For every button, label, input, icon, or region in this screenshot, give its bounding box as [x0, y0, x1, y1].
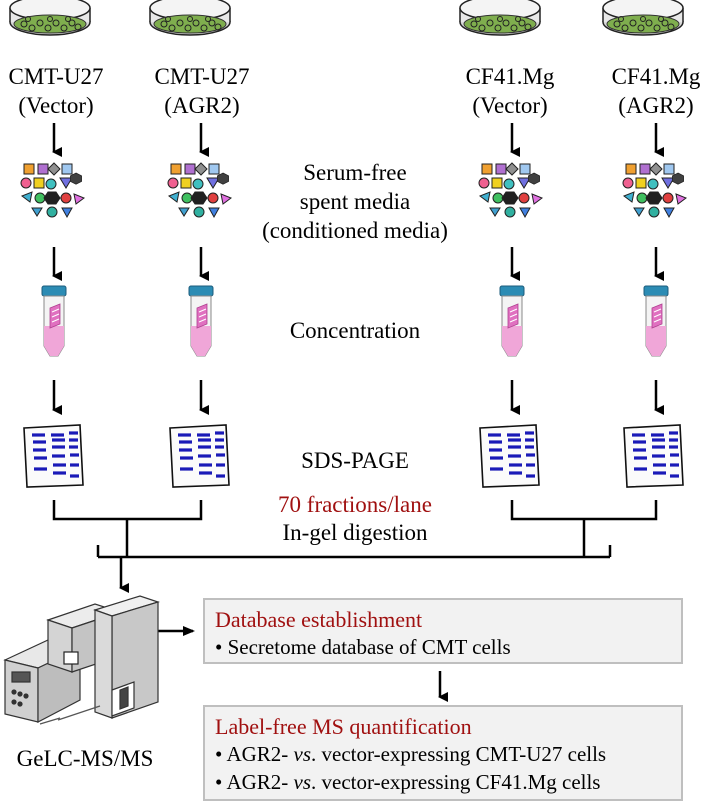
protein-cluster-icon — [20, 162, 85, 218]
gel-icon — [168, 423, 231, 489]
petri-dish-icon — [602, 0, 684, 36]
media-line: Serum-free — [303, 160, 407, 185]
centrifuge-tube-icon — [41, 285, 67, 357]
instrument-label: GeLC-MS/MS — [16, 746, 154, 771]
centrifuge-tube-icon — [188, 285, 214, 357]
mass-spectrometer-icon — [3, 595, 160, 725]
box-item: • Secretome database of CMT cells — [215, 635, 511, 659]
construct-name: (AGR2) — [164, 93, 240, 118]
petri-dish-icon — [459, 0, 541, 36]
step-label-media: Serum-free spent media (conditioned medi… — [250, 158, 460, 245]
gel-icon — [478, 423, 541, 489]
media-line: spent media — [299, 189, 411, 214]
item-italic: vs — [293, 770, 312, 794]
cell-line-name: CMT-U27 — [8, 64, 104, 89]
box-item: • AGR2- vs. vector-expressing CMT-U27 ce… — [215, 740, 671, 768]
column-label-cmt-u27-agr2: CMT-U27 (AGR2) — [150, 62, 254, 120]
box-item: • AGR2- vs. vector-expressing CF41.Mg ce… — [215, 768, 671, 796]
construct-name: (Vector) — [472, 93, 548, 118]
box-title: Label-free MS quantification — [215, 714, 472, 739]
petri-dish-icon — [149, 0, 231, 36]
protein-cluster-icon — [622, 162, 687, 218]
fractions-label: 70 fractions/lane — [278, 492, 432, 517]
digestion-label: In-gel digestion — [282, 520, 428, 545]
merge-connectors — [52, 500, 658, 702]
column-label-cmt-u27-vector: CMT-U27 (Vector) — [4, 62, 108, 120]
centrifuge-tube-icon — [499, 285, 525, 357]
construct-name: (Vector) — [18, 93, 94, 118]
step-label-concentration: Concentration — [289, 318, 421, 343]
cell-line-name: CF41.Mg — [465, 64, 555, 89]
item-prefix: • AGR2- — [215, 770, 294, 794]
item-suffix: . vector-expressing CMT-U27 cells — [311, 742, 607, 766]
label-free-quantification-box: Label-free MS quantification • AGR2- vs.… — [203, 705, 683, 801]
media-line: (conditioned media) — [262, 218, 448, 243]
petri-dish-icon — [9, 0, 91, 36]
construct-name: (AGR2) — [618, 93, 694, 118]
gel-icon — [622, 423, 685, 489]
box-title: Database establishment — [215, 607, 423, 632]
item-suffix: . vector-expressing CF41.Mg cells — [311, 770, 601, 794]
protein-cluster-icon — [167, 162, 232, 218]
gel-icon — [22, 423, 85, 489]
database-establishment-box: Database establishment • Secretome datab… — [203, 598, 683, 664]
column-label-cf41-vector: CF41.Mg (Vector) — [458, 62, 562, 120]
centrifuge-tube-icon — [643, 285, 669, 357]
column-label-cf41-agr2: CF41.Mg (AGR2) — [604, 62, 708, 120]
step-label-sds-page: SDS-PAGE — [301, 448, 409, 473]
cell-line-name: CMT-U27 — [154, 64, 250, 89]
protein-cluster-icon — [478, 162, 543, 218]
cell-line-name: CF41.Mg — [611, 64, 701, 89]
item-italic: vs — [293, 742, 312, 766]
item-prefix: • AGR2- — [215, 742, 294, 766]
